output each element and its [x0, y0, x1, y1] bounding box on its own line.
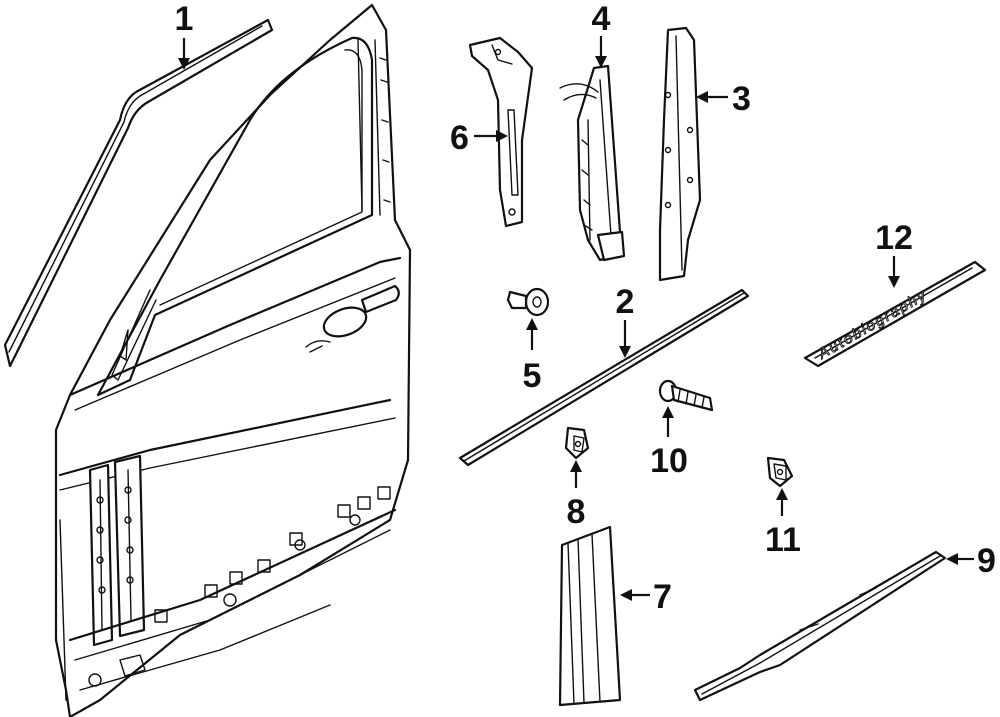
callout-11: 11	[765, 488, 801, 559]
callout-2: 2	[616, 283, 635, 358]
callout-label-10: 10	[650, 442, 688, 480]
callout-7: 7	[620, 578, 672, 616]
callout-label-12: 12	[875, 219, 913, 257]
callout-6: 6	[450, 119, 508, 157]
callout-4: 4	[592, 0, 611, 68]
callout-10: 10	[650, 406, 688, 480]
part-2-side-moulding	[458, 288, 750, 467]
callout-label-9: 9	[977, 542, 996, 580]
callout-label-11: 11	[765, 521, 801, 559]
part-3-pillar-trim	[658, 26, 702, 282]
callout-1: 1	[175, 0, 194, 70]
callout-label-5: 5	[523, 357, 542, 395]
part-6-pillar-trim	[468, 36, 534, 228]
part-9-rocker-moulding	[693, 550, 947, 702]
callout-label-4: 4	[592, 0, 611, 38]
callout-5: 5	[523, 318, 542, 395]
callout-label-6: 6	[450, 119, 469, 157]
callout-12: 12	[875, 219, 913, 288]
callout-label-8: 8	[567, 493, 586, 531]
callout-3: 3	[696, 80, 751, 118]
front-door-shell	[54, 3, 412, 717]
callout-label-1: 1	[175, 0, 194, 38]
part-8-clip	[564, 426, 590, 460]
callout-label-3: 3	[732, 80, 751, 118]
callout-9: 9	[946, 542, 996, 580]
part-1-weatherstrip	[3, 18, 274, 368]
callout-label-7: 7	[653, 578, 672, 616]
part-10-bolt	[658, 379, 714, 412]
part-5-push-pin	[506, 287, 550, 317]
callout-label-2: 2	[616, 283, 635, 321]
part-11-clip	[766, 456, 794, 488]
part-4-pillar-applique	[559, 64, 626, 262]
part-7-decal-panel	[558, 525, 622, 707]
callout-8: 8	[567, 460, 586, 531]
badge-lettering: Autobiography	[815, 286, 931, 363]
